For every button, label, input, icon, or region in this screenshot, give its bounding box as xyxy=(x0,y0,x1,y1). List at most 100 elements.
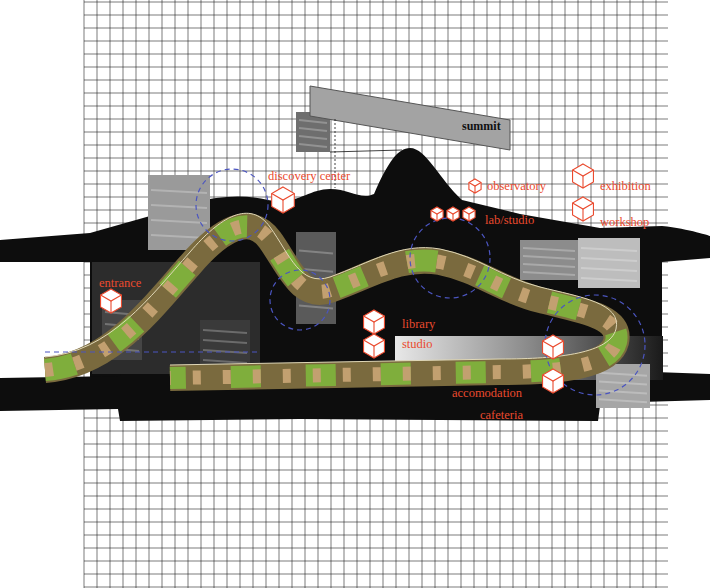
cube-edge xyxy=(452,214,453,221)
program-cube xyxy=(543,369,564,393)
photo-texture xyxy=(203,360,247,363)
grid-line xyxy=(84,67,668,68)
cube-edge xyxy=(552,347,553,359)
grid-line xyxy=(84,93,668,94)
cube-edge xyxy=(463,211,475,215)
landscape-ribbon xyxy=(45,226,617,378)
photo-texture xyxy=(599,399,647,402)
cube-edge xyxy=(101,295,122,301)
program-cube xyxy=(447,207,459,221)
photo-texture xyxy=(599,382,647,385)
program-cube xyxy=(101,289,122,313)
photo xyxy=(200,320,250,370)
photo-texture xyxy=(599,390,647,393)
cube-outline xyxy=(469,179,481,193)
place-label: lab/studio xyxy=(485,214,534,228)
grid-line xyxy=(84,15,668,16)
photo-texture xyxy=(203,330,247,333)
summit-photo-strip xyxy=(310,86,510,150)
photo-texture xyxy=(581,278,637,281)
program-cube xyxy=(469,179,481,193)
grid-line xyxy=(84,41,668,42)
zone-circle xyxy=(270,270,330,330)
photo-texture xyxy=(599,373,647,376)
cube-edge xyxy=(272,194,295,201)
cube-edge xyxy=(468,214,469,221)
photo-texture xyxy=(523,248,575,251)
grid-line xyxy=(84,509,668,510)
landscape-ribbon-green xyxy=(45,226,617,378)
place-label: discovery center xyxy=(268,170,350,184)
cube-edge xyxy=(110,301,111,313)
place-label: summit xyxy=(462,120,501,133)
photo-texture xyxy=(523,264,575,267)
place-label: studio xyxy=(402,338,433,352)
ribbon-edge xyxy=(45,213,617,365)
grid-line xyxy=(84,431,668,432)
cube-edge xyxy=(469,183,481,187)
cube-edge xyxy=(373,346,374,358)
place-label: workshop xyxy=(600,216,649,230)
grid-line xyxy=(84,574,668,575)
place-label: entrance xyxy=(99,277,141,291)
program-cube xyxy=(543,335,564,359)
cube-edge xyxy=(447,211,459,215)
photo-texture xyxy=(581,248,637,251)
cube-outline xyxy=(364,334,385,358)
cube-outline xyxy=(573,197,594,221)
grid-line xyxy=(84,132,668,133)
photo-texture xyxy=(299,136,327,139)
cube-outline xyxy=(272,187,295,213)
grid-line xyxy=(84,522,668,523)
grid-line xyxy=(84,548,668,549)
photo-texture xyxy=(299,250,333,253)
photo-texture xyxy=(523,256,575,259)
photo xyxy=(520,240,578,280)
grid-line xyxy=(84,0,85,588)
cube-edge xyxy=(436,214,437,221)
cube-edge xyxy=(543,341,564,347)
grid-line xyxy=(84,483,668,484)
photo-texture xyxy=(299,306,333,309)
cube-outline xyxy=(364,310,385,334)
cube-edge xyxy=(573,170,594,176)
program-cube xyxy=(364,310,385,334)
cube-outline xyxy=(573,164,594,188)
grid-line xyxy=(84,496,668,497)
cube-edge xyxy=(373,322,374,334)
photo-texture xyxy=(581,258,637,261)
cube-edge xyxy=(552,381,553,393)
grid-line xyxy=(84,587,668,588)
dashed-guide xyxy=(45,352,260,353)
program-cube xyxy=(272,187,295,213)
place-label: library xyxy=(402,318,435,332)
cube-outline xyxy=(431,207,443,221)
grid-line xyxy=(84,54,668,55)
program-cube xyxy=(463,207,475,221)
place-label: observatory xyxy=(487,180,546,194)
photo-texture xyxy=(523,272,575,275)
cube-outline xyxy=(463,207,475,221)
photo-texture xyxy=(581,268,637,271)
cube-outline xyxy=(101,289,122,313)
leader-line xyxy=(330,150,402,152)
grid-line xyxy=(84,535,668,536)
landscape-ribbon-texture xyxy=(45,226,617,378)
cube-edge xyxy=(431,211,443,215)
cube-outline xyxy=(543,369,564,393)
grid-line xyxy=(84,444,668,445)
grid-line xyxy=(84,158,668,159)
place-label: accomodation xyxy=(452,387,522,401)
program-cube xyxy=(364,334,385,358)
grid-line xyxy=(84,2,668,3)
cube-edge xyxy=(573,203,594,209)
grid-line xyxy=(84,561,668,562)
grid-line xyxy=(84,80,668,81)
cube-edge xyxy=(282,200,283,213)
cube-outline xyxy=(447,207,459,221)
cube-edge xyxy=(364,340,385,346)
photo-texture xyxy=(151,205,207,208)
photo-texture xyxy=(203,340,247,343)
program-cube xyxy=(431,207,443,221)
